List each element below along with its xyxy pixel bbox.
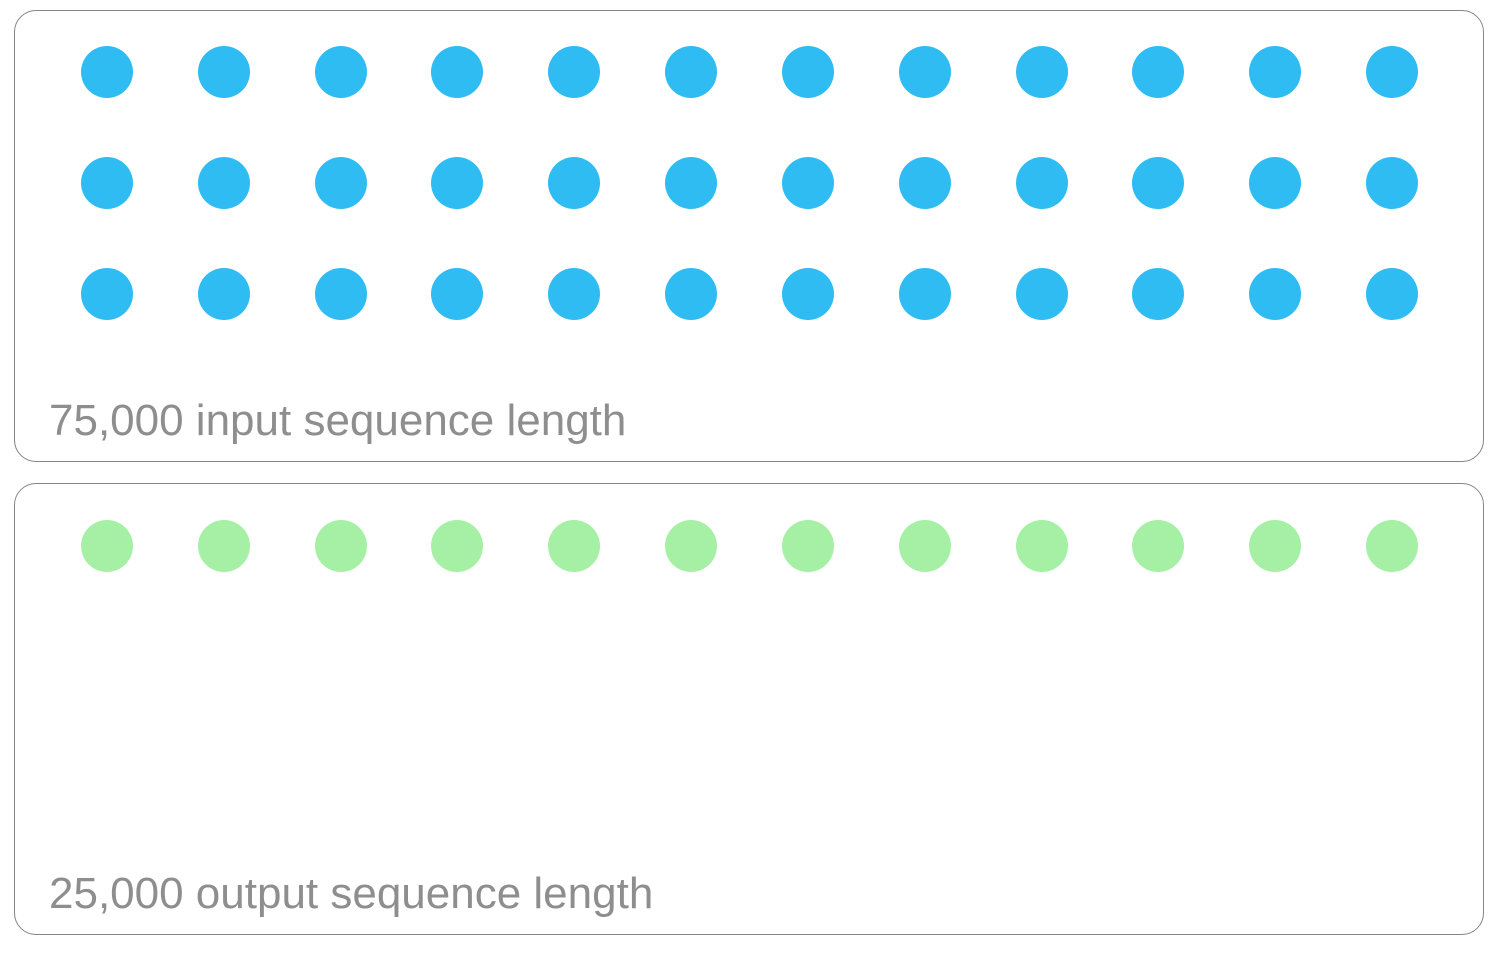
input-token-dot [665,46,718,98]
input-token-dot [1132,157,1185,209]
output-token-dot [1249,520,1302,572]
output-token-dot [898,520,951,572]
input-token-dot [1365,46,1418,98]
input-token-dot [314,157,367,209]
input-token-dot [197,46,250,98]
input-token-dot [81,157,133,209]
dot-row [81,46,1418,98]
input-token-dot [1249,46,1302,98]
input-token-dot [1365,157,1418,209]
input-token-dot [781,268,834,320]
input-token-dot [898,268,951,320]
output-token-dot [314,520,367,572]
input-token-dot [314,268,367,320]
input-token-dot [1249,268,1302,320]
input-token-dot [1015,268,1068,320]
input-token-dot [314,46,367,98]
input-token-dot [781,46,834,98]
input-token-dot [1365,268,1418,320]
output-sequence-label: 25,000 output sequence length [49,869,654,918]
input-token-dot [81,46,133,98]
input-token-dot [1015,46,1068,98]
output-token-dot [548,520,601,572]
input-token-dot [1015,157,1068,209]
dot-row [81,268,1418,320]
output-token-dot [665,520,718,572]
input-token-dot [431,157,484,209]
dot-row [81,520,1418,572]
output-token-dot [781,520,834,572]
output-dot-grid [81,520,1418,572]
input-token-dot [197,157,250,209]
input-sequence-label: 75,000 input sequence length [49,396,627,445]
output-token-dot [1132,520,1185,572]
input-token-dot [781,157,834,209]
input-token-dot [548,268,601,320]
input-token-dot [197,268,250,320]
input-token-dot [665,268,718,320]
input-token-dot [1249,157,1302,209]
input-token-dot [1132,268,1185,320]
output-sequence-panel: 25,000 output sequence length [14,483,1484,935]
output-token-dot [197,520,250,572]
input-token-dot [548,46,601,98]
output-token-dot [1015,520,1068,572]
output-token-dot [1365,520,1418,572]
input-dot-grid [81,46,1418,320]
input-token-dot [431,46,484,98]
input-token-dot [431,268,484,320]
input-token-dot [1132,46,1185,98]
input-sequence-panel: 75,000 input sequence length [14,10,1484,462]
output-token-dot [431,520,484,572]
dot-row [81,157,1418,209]
input-token-dot [81,268,133,320]
output-token-dot [81,520,133,572]
input-token-dot [898,46,951,98]
input-token-dot [548,157,601,209]
input-token-dot [898,157,951,209]
input-token-dot [665,157,718,209]
